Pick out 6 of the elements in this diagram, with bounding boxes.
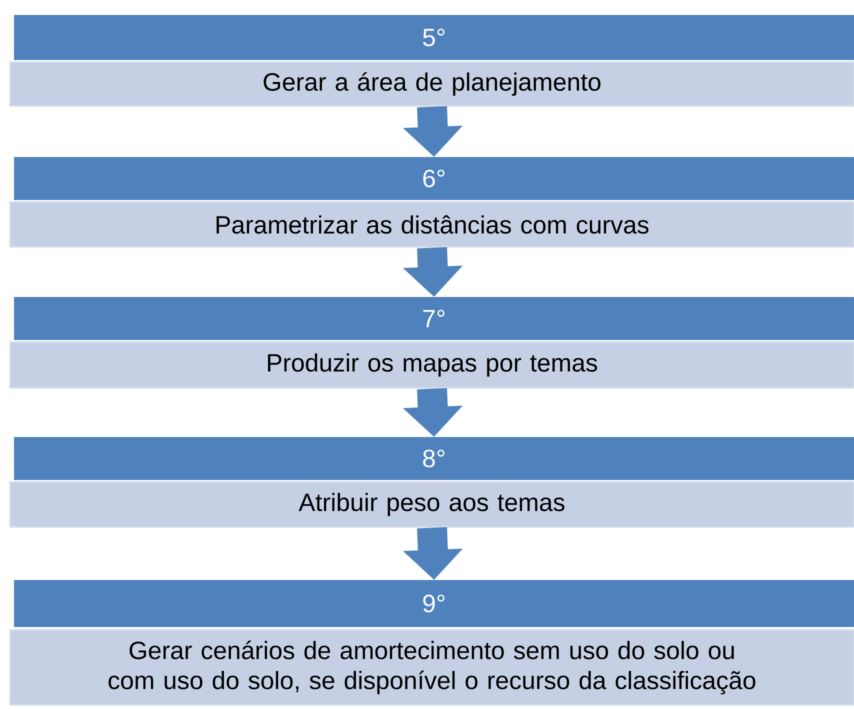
step-box: Atribuir peso aos temas: [9, 481, 854, 528]
step-box: Gerar a área de planejamento: [9, 61, 854, 107]
step-box: Produzir os mapas por temas: [9, 341, 854, 389]
step-number-bar: 5°: [14, 15, 854, 60]
step-box: Parametrizar as distâncias com curvas: [9, 201, 854, 248]
step-box: Gerar cenários de amortecimento sem uso do solo ou com uso do solo, se disponível o recurso da classificação: [9, 629, 854, 706]
